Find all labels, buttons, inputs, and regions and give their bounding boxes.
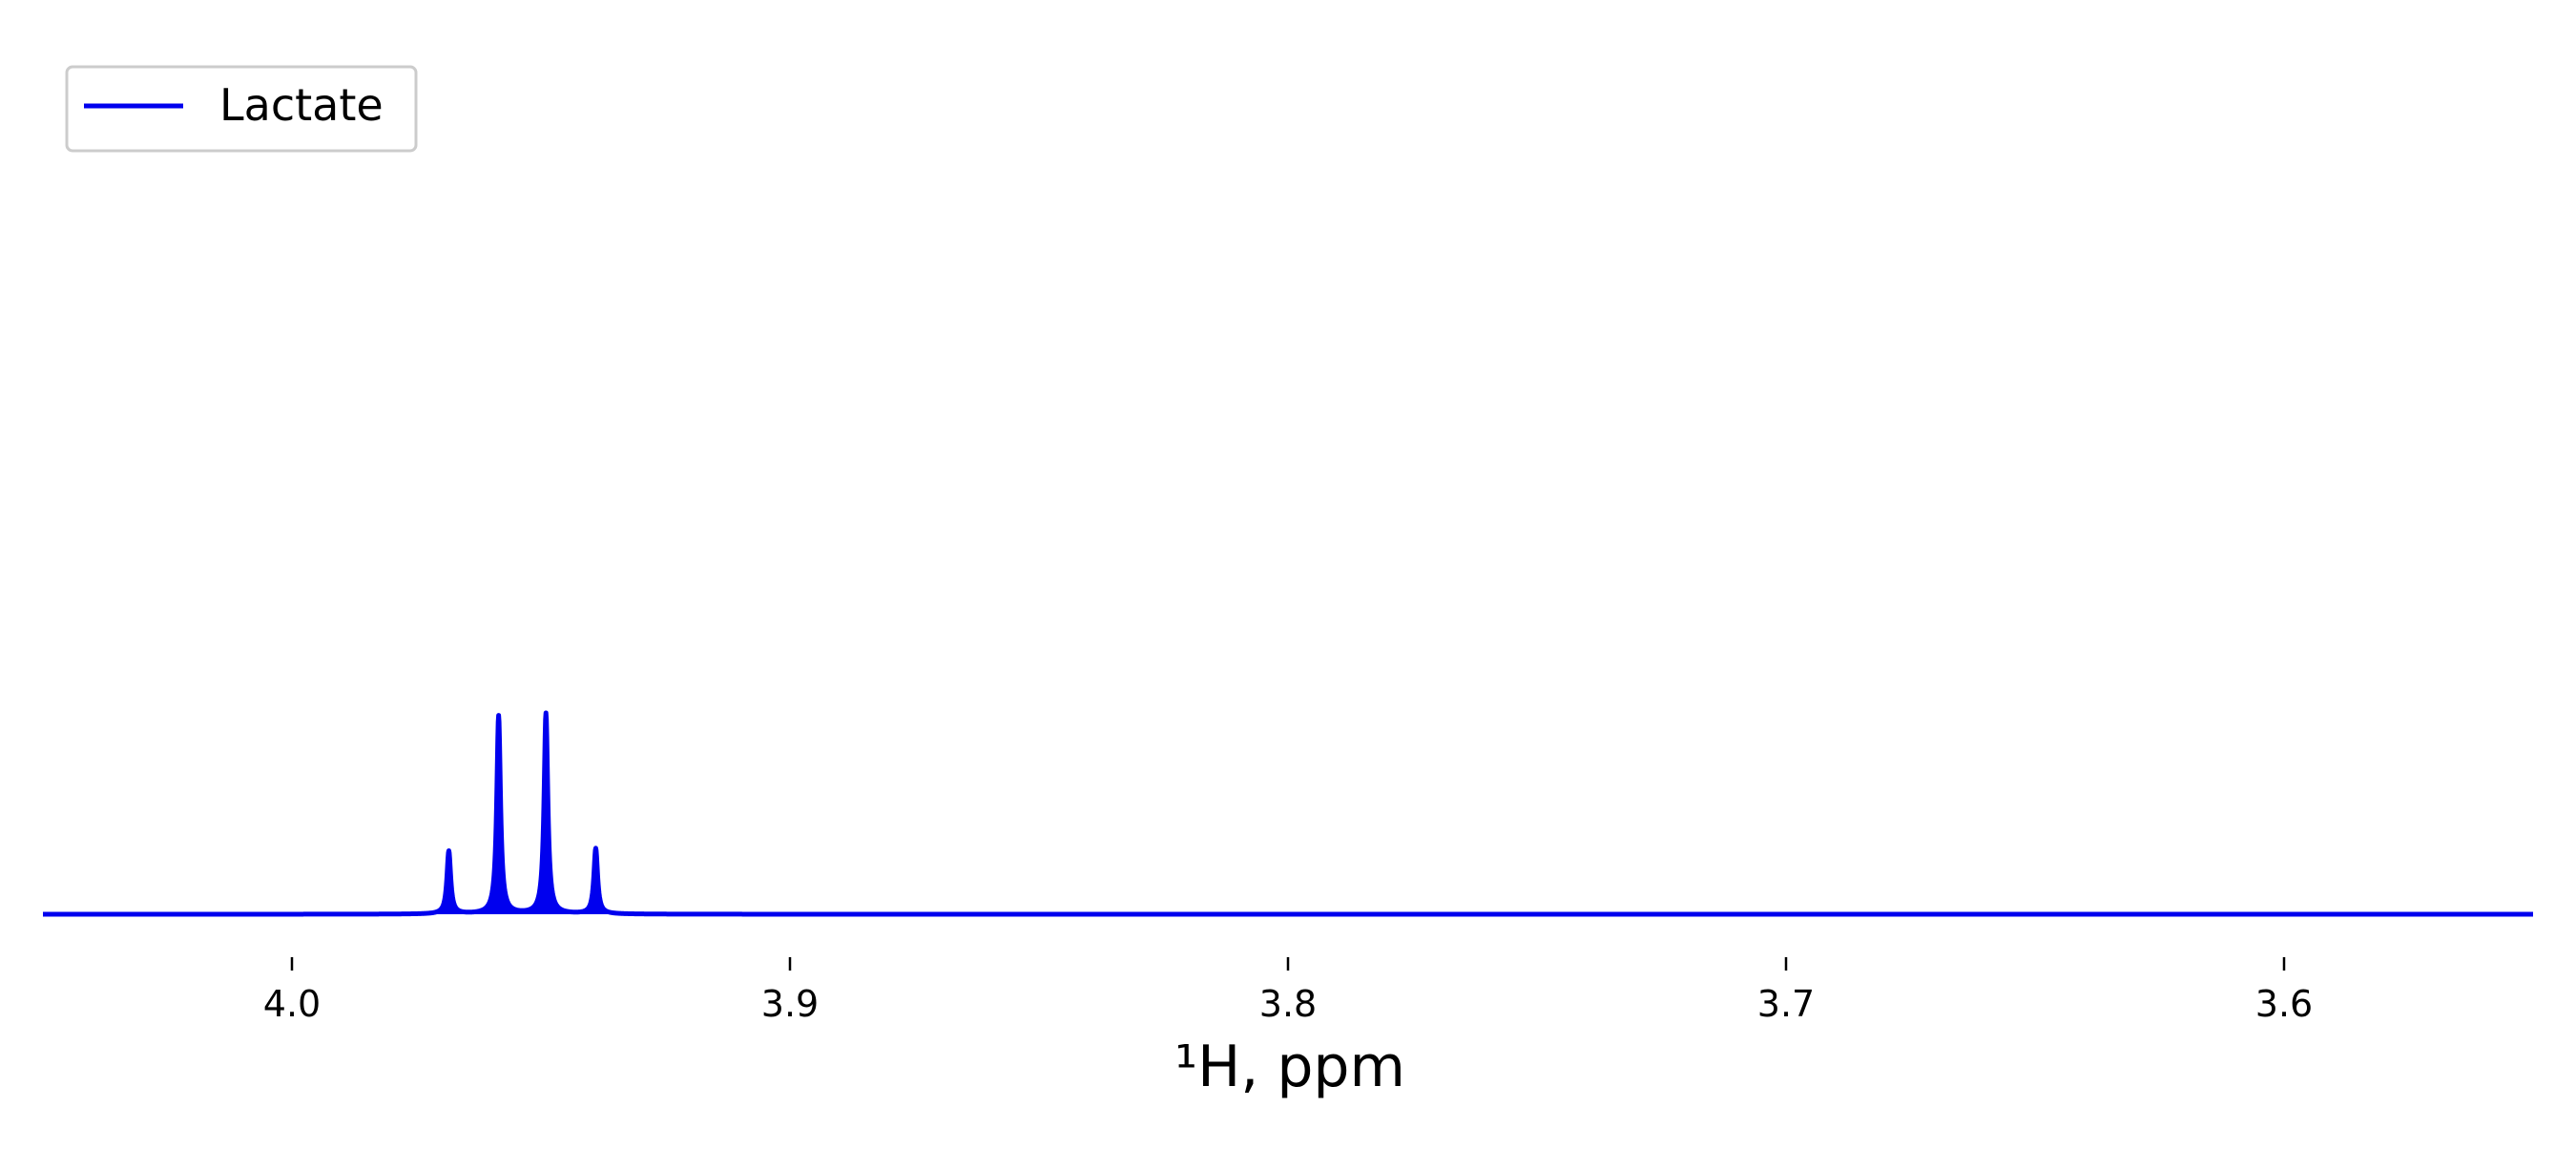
x-tick-label: 3.7 xyxy=(1757,983,1815,1025)
legend-frame xyxy=(65,65,418,153)
x-tick-label: 3.9 xyxy=(761,983,819,1025)
plot-area xyxy=(40,710,2536,917)
legend-label-lactate: Lactate xyxy=(219,79,384,131)
x-tick-label: 4.0 xyxy=(263,983,321,1025)
x-axis-label: ¹H, ppm xyxy=(1174,1034,1405,1100)
spectrum-line-lactate xyxy=(40,710,2536,917)
legend: Lactate xyxy=(65,65,418,153)
x-tick-label: 3.6 xyxy=(2255,983,2313,1025)
spectrum-fill-lactate xyxy=(43,713,2533,914)
x-tick-label: 3.8 xyxy=(1259,983,1317,1025)
x-axis: 4.0 3.9 3.8 3.7 3.6 xyxy=(263,957,2313,1025)
